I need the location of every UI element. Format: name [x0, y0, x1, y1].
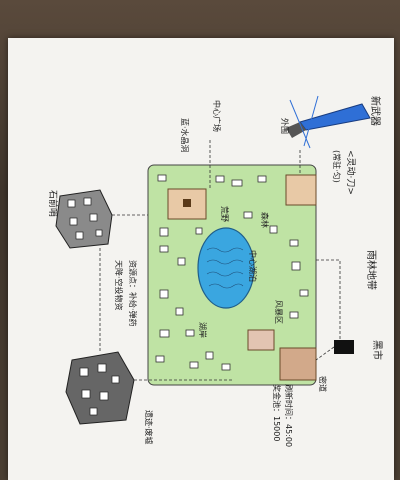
connector-lines: [99, 140, 341, 381]
danger-note-label: 天降·空投物资: [114, 260, 124, 311]
center-square-marker: [183, 199, 191, 207]
south-cluster: [65, 351, 135, 425]
west-cluster-houses: [67, 197, 103, 240]
loot-note-label: 资源点：补给·弹药: [128, 260, 138, 327]
lake-shape: [197, 227, 255, 309]
forest-label: 森林: [260, 212, 270, 228]
secret-tunnel-label: 密道: [318, 376, 328, 392]
rainforest-zone-label: 雨林地带: [365, 250, 378, 290]
black-market-box: [334, 340, 354, 354]
south-cluster-houses: [79, 363, 120, 416]
refresh-time-label: 刷新时间：45:00: [284, 384, 294, 447]
ruins-label: 遗迹·废墟: [144, 410, 154, 445]
prize-pool-label: 奖金池：15000: [272, 384, 282, 441]
center-square-label: 中心广场: [212, 100, 222, 132]
lake-label: 中心湖泊: [248, 250, 258, 282]
storm-zone-building: [279, 347, 317, 381]
blue-crystal-cave-label: 蓝·水晶洞: [180, 118, 190, 153]
lake-waves: [206, 247, 244, 289]
sword-drawing: [286, 95, 371, 149]
wasteland-label: 荒野: [220, 206, 230, 222]
shore-label: 湖岸: [198, 322, 207, 338]
outskirts-label: 外围: [280, 118, 290, 134]
new-weapon-label: 新武器: [369, 96, 382, 126]
dagger-label: <灵动·刀>: [345, 150, 356, 195]
skill-note-label: (常驻·匀): [332, 150, 342, 183]
black-market-label: 黑市: [371, 340, 384, 360]
outskirts-building: [285, 174, 317, 206]
west-outpost-label: 石前哨: [47, 190, 59, 217]
storm-zone-label: 风暴区: [274, 300, 283, 324]
shore-building: [247, 329, 275, 351]
small-buildings: [155, 174, 309, 371]
